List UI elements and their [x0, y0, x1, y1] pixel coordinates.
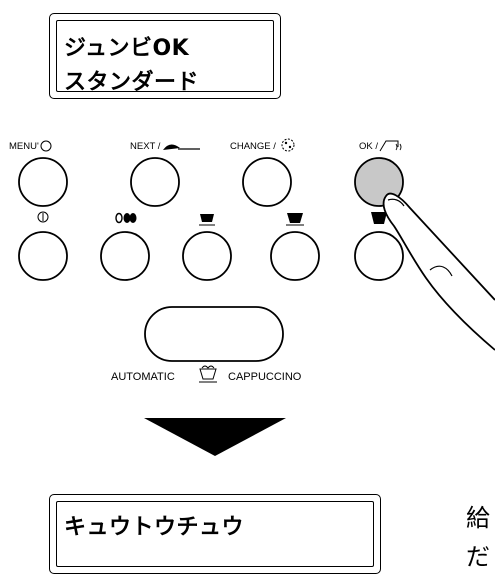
change-button[interactable]: [242, 157, 292, 207]
side-text-line-1: 給: [466, 504, 490, 532]
hot-water-icon: [379, 140, 402, 152]
ok-button-label: OK /: [359, 141, 379, 152]
coffee-strength-button[interactable]: [100, 231, 150, 281]
automatic-cappuccino-button[interactable]: [144, 306, 284, 362]
aroma-icon: [281, 138, 295, 152]
large-cup-button[interactable]: [354, 231, 404, 281]
finger-icon: [382, 192, 495, 351]
next-button[interactable]: [130, 157, 180, 207]
bottom-display-screen: [56, 501, 374, 567]
top-display-screen: [56, 20, 274, 92]
finger-nail-line: [387, 198, 405, 207]
automatic-label: AUTOMATIC: [111, 371, 175, 383]
top-display-line-2: スタンダード: [64, 70, 200, 95]
spoon-icon: [163, 144, 200, 150]
medium-cup-icon: [286, 213, 304, 226]
change-button-label: CHANGE /: [230, 141, 276, 152]
small-cup-icon: [199, 214, 215, 226]
large-cup-icon: [371, 212, 387, 224]
medium-cup-button[interactable]: [270, 231, 320, 281]
menu-button[interactable]: [18, 157, 68, 207]
bottom-display: キュウトウチュウ: [49, 494, 381, 574]
next-button-label: NEXT /: [130, 141, 161, 152]
coffee-beans-icon: [115, 212, 137, 224]
side-text-line-2: だ: [466, 543, 490, 571]
down-arrow-icon: [144, 418, 286, 456]
bottom-display-line-1: キュウトウチュウ: [64, 515, 245, 540]
top-display: ジュンビOK スタンダード: [49, 13, 281, 99]
top-display-line-1: ジュンビOK: [64, 36, 190, 61]
power-button[interactable]: [18, 231, 68, 281]
power-icon: [37, 211, 49, 223]
menu-button-label: MENU': [9, 141, 39, 152]
cappuccino-label: CAPPUCCINO: [228, 371, 302, 383]
circle-icon: [40, 140, 52, 152]
cappuccino-cup-icon: [199, 365, 217, 383]
finger-crease-line: [429, 265, 453, 277]
small-cup-button[interactable]: [182, 231, 232, 281]
